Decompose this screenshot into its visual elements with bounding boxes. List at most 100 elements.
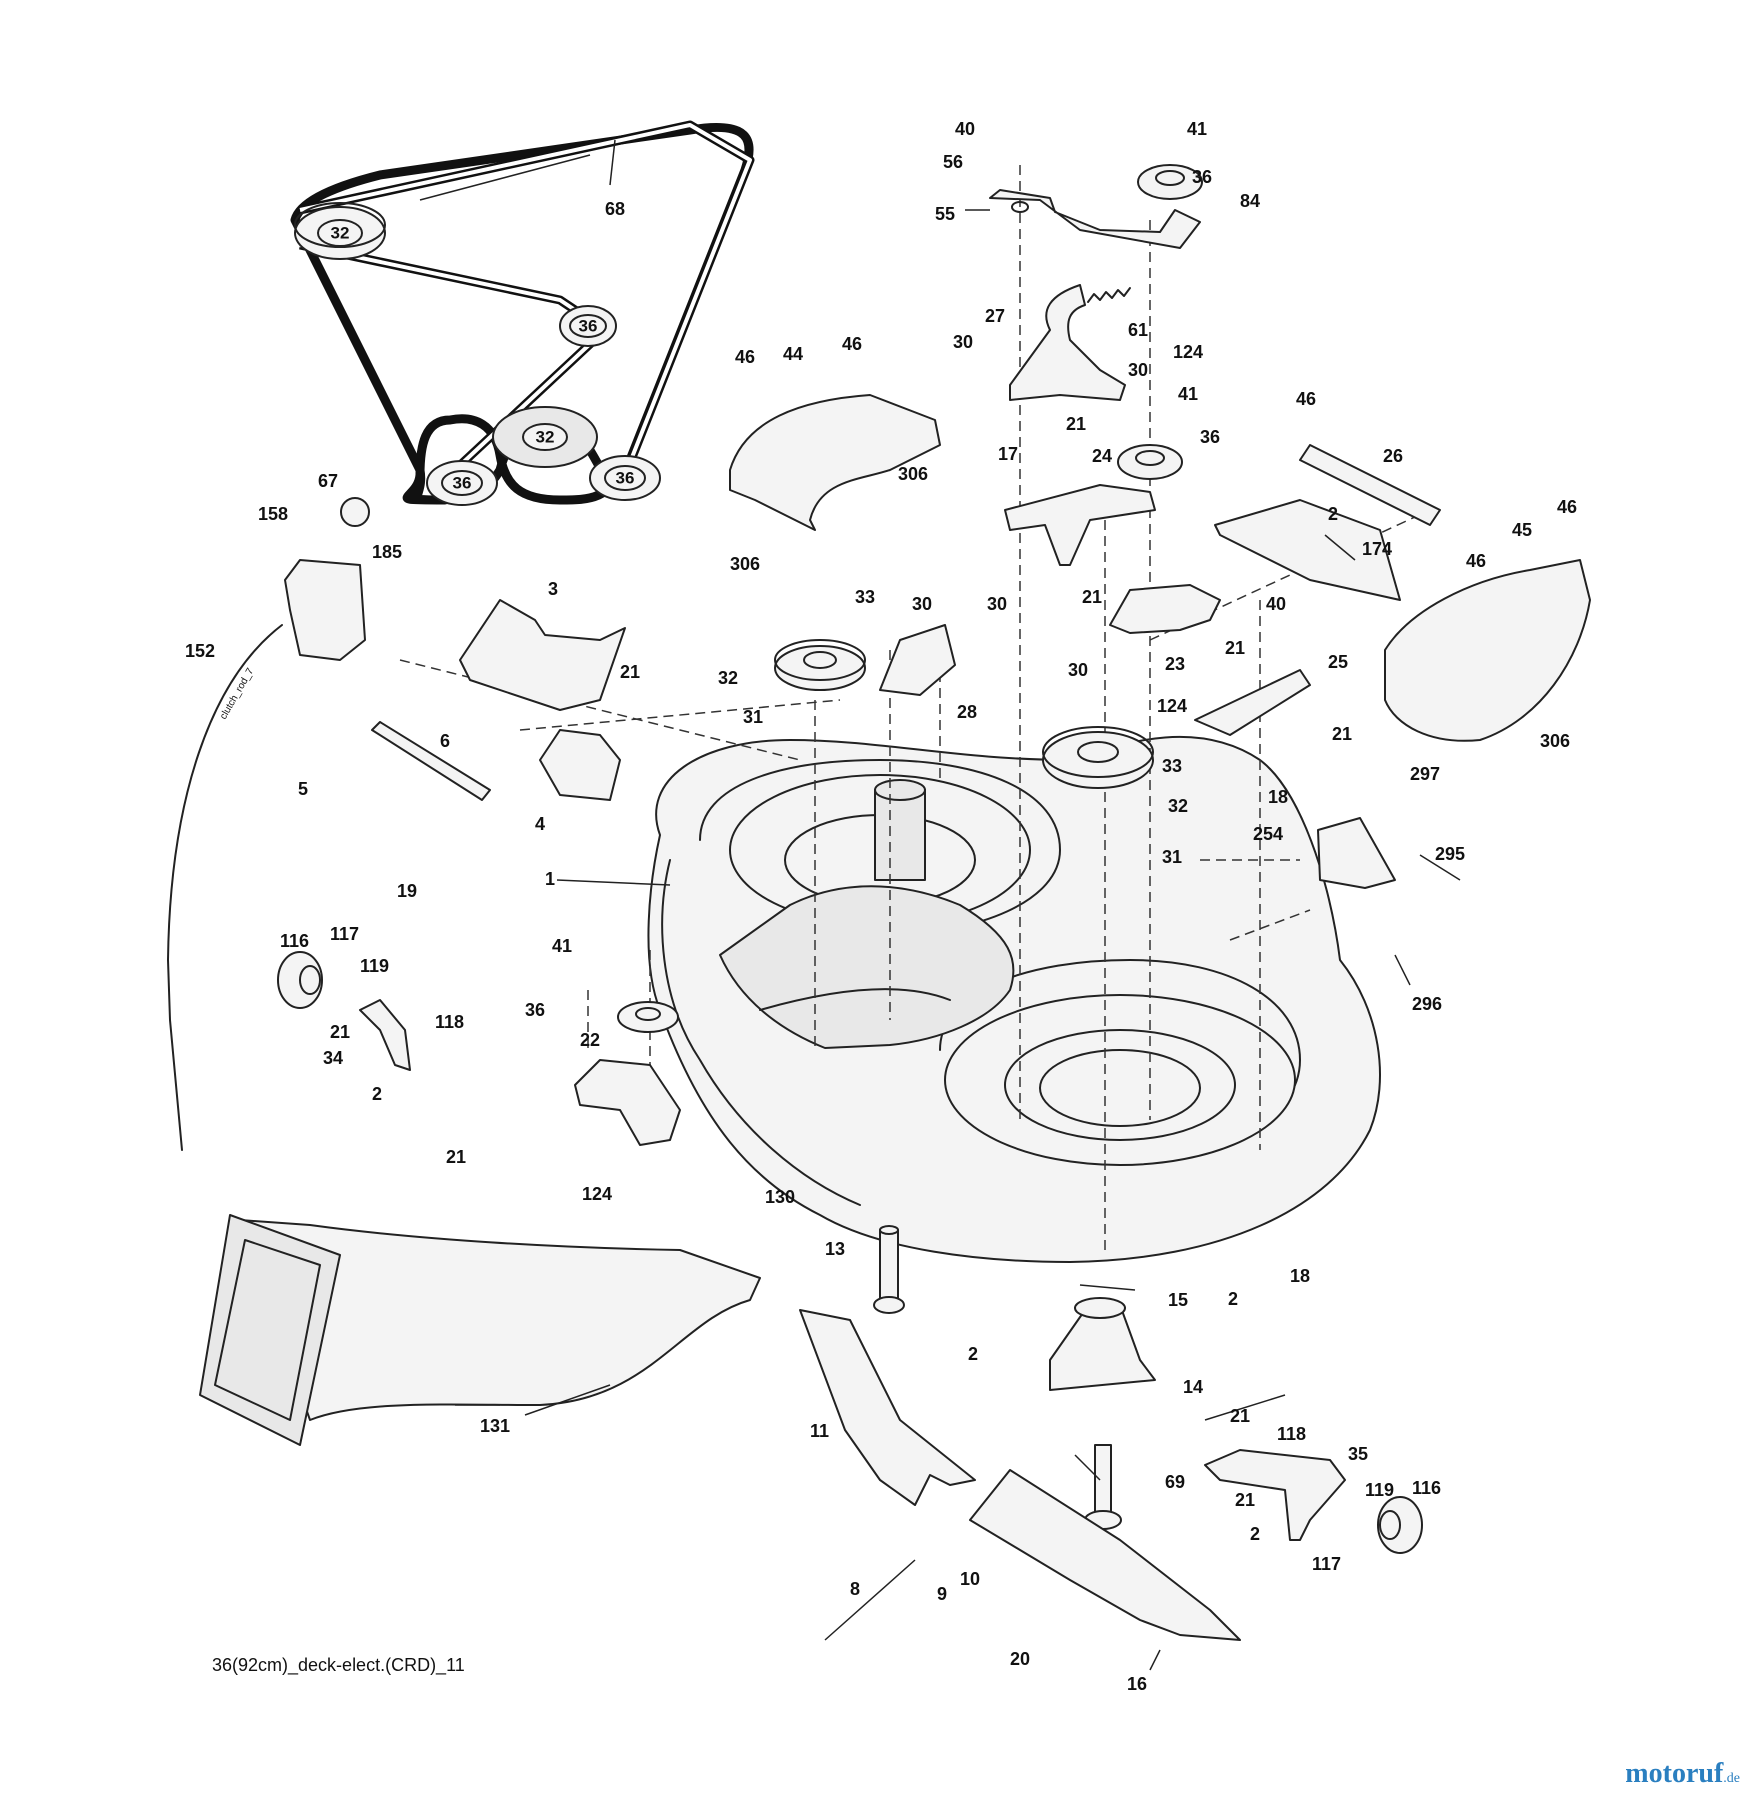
gauge-wheel-assy-right (1204, 1449, 1423, 1554)
clutch-bracket-185 (284, 559, 366, 661)
callout-5: 5 (298, 779, 308, 799)
callout-152: 152 (185, 641, 215, 661)
callout-306: 306 (898, 464, 928, 484)
callout-306: 306 (730, 554, 760, 574)
pulley-label: 36 (579, 317, 598, 336)
drive-belt-assembly: 32 36 32 36 36 (290, 120, 755, 506)
callout-56: 56 (943, 152, 963, 172)
callout-296: 296 (1412, 994, 1442, 1014)
callout-124: 124 (1157, 696, 1187, 716)
idler-pulley-36-top (1137, 164, 1203, 200)
callout-21: 21 (1235, 1490, 1255, 1510)
pulley-assy-32-33-left (774, 639, 866, 691)
callout-24: 24 (1092, 446, 1112, 466)
callout-6: 6 (440, 731, 450, 751)
pulley-36-belt-lower-right: 36 (589, 455, 661, 501)
callout-55: 55 (935, 204, 955, 224)
callout-36: 36 (1192, 167, 1212, 187)
watermark-tld: .de (1723, 1771, 1740, 1786)
belt-cover-44 (729, 394, 941, 531)
spindle-13 (873, 1225, 905, 1314)
spindle-69 (1084, 1444, 1122, 1530)
callout-10: 10 (960, 1569, 980, 1589)
callout-119: 119 (1365, 1480, 1394, 1500)
callout-31: 31 (743, 707, 763, 727)
watermark-text: motoruf (1625, 1758, 1724, 1789)
callout-40: 40 (955, 119, 975, 139)
pulley-36-belt-lower-left: 36 (426, 460, 498, 506)
callout-30: 30 (1128, 360, 1148, 380)
callout-25: 25 (1328, 652, 1348, 672)
pulley-assy-32-33-right (1042, 726, 1154, 789)
bracket-4 (539, 729, 621, 801)
callout-31: 31 (1162, 847, 1182, 867)
callout-36: 36 (1200, 427, 1220, 447)
mower-deck-housing (647, 735, 1381, 1263)
callout-15: 15 (1168, 1290, 1188, 1310)
callout-254: 254 (1253, 824, 1283, 844)
bracket-22 (574, 1059, 681, 1146)
callout-124: 124 (1173, 342, 1203, 362)
pulley-32-belt-center: 32 (492, 406, 598, 468)
callout-174: 174 (1362, 539, 1392, 559)
callout-18: 18 (1290, 1266, 1310, 1286)
callout-46: 46 (842, 334, 862, 354)
callout-158: 158 (258, 504, 288, 524)
watermark-logo: motoruf.de (1625, 1758, 1740, 1790)
callout-labels: 1 2 2 2 2 2 3 4 5 6 8 9 10 11 13 14 15 1… (185, 119, 1577, 1694)
pulley-label: 36 (453, 474, 472, 493)
callout-33: 33 (855, 587, 875, 607)
idler-arm-55 (989, 189, 1201, 249)
callout-2: 2 (1328, 504, 1338, 524)
callout-67: 67 (318, 471, 338, 491)
callout-14: 14 (1183, 1377, 1203, 1397)
pulley-36-belt-middle: 36 (559, 305, 617, 347)
callout-26: 26 (1383, 446, 1403, 466)
callout-30: 30 (987, 594, 1007, 614)
discharge-chute-131 (199, 1214, 761, 1446)
callout-30: 30 (912, 594, 932, 614)
callout-297: 297 (1410, 764, 1440, 784)
callout-17: 17 (998, 444, 1018, 464)
blade-11 (799, 1309, 976, 1506)
bracket-3 (459, 599, 626, 711)
callout-118: 118 (1277, 1424, 1306, 1444)
callout-116: 116 (280, 931, 309, 951)
ball-67 (340, 497, 370, 527)
callout-46: 46 (1296, 389, 1316, 409)
callout-2: 2 (372, 1084, 382, 1104)
spindle-housing-14 (1049, 1297, 1156, 1391)
callout-306: 306 (1540, 731, 1570, 751)
bracket-23 (1109, 584, 1221, 634)
callout-119: 119 (360, 956, 389, 976)
bracket-25 (1194, 669, 1311, 736)
callout-45: 45 (1512, 520, 1532, 540)
callout-84: 84 (1240, 191, 1260, 211)
callout-185: 185 (372, 542, 402, 562)
callout-33: 33 (1162, 756, 1182, 776)
callout-2: 2 (968, 1344, 978, 1364)
bracket-28 (879, 624, 956, 696)
callout-117: 117 (330, 924, 359, 944)
callout-27: 27 (985, 306, 1005, 326)
callout-130: 130 (765, 1187, 795, 1207)
link-6 (371, 721, 491, 801)
callout-21: 21 (1066, 414, 1086, 434)
callout-21: 21 (330, 1022, 350, 1042)
callout-32: 32 (718, 668, 738, 688)
callout-44: 44 (783, 344, 803, 364)
bracket-27 (1009, 284, 1126, 401)
pulley-label: 36 (616, 469, 635, 488)
callout-41: 41 (1178, 384, 1198, 404)
callout-8: 8 (850, 1579, 860, 1599)
diagram-caption: 36(92cm)_deck-elect.(CRD)_11 (212, 1655, 465, 1675)
callout-124: 124 (582, 1184, 612, 1204)
callout-32: 32 (1168, 796, 1188, 816)
callout-40: 40 (1266, 594, 1286, 614)
callout-35: 35 (1348, 1444, 1368, 1464)
pulley-36-lower-left (617, 1001, 679, 1033)
callout-1: 1 (545, 869, 555, 889)
callout-46: 46 (1466, 551, 1486, 571)
callout-4: 4 (535, 814, 545, 834)
